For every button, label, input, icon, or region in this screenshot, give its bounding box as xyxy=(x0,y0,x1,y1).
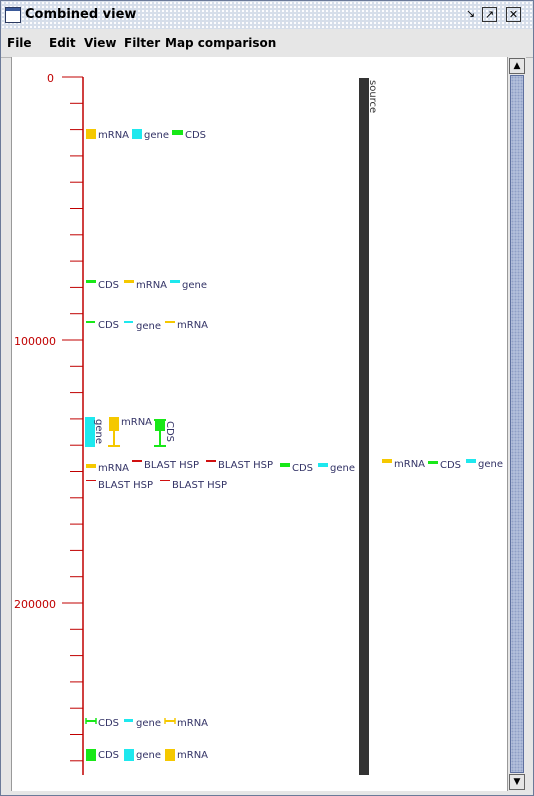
cds-feature[interactable] xyxy=(86,280,96,283)
feature-row-1: mRNA gene CDS xyxy=(86,129,206,141)
feature-row-7: CDS gene mRNA xyxy=(86,749,208,761)
scroll-up-button[interactable]: ▲ xyxy=(509,58,525,74)
mrna-feature[interactable] xyxy=(382,459,392,463)
ruler-label-200000: 200000 xyxy=(14,598,56,611)
feature-label: BLAST HSP xyxy=(218,460,273,471)
menu-filter[interactable]: Filter xyxy=(124,36,161,50)
gene-feature[interactable] xyxy=(318,463,328,467)
feature-label: BLAST HSP xyxy=(98,480,153,491)
feature-label: CDS xyxy=(292,463,313,474)
feature-row-4: mRNA BLAST HSP BLAST HSP CDS gene xyxy=(86,460,355,474)
feature-row-2: CDS mRNA gene xyxy=(86,280,207,291)
close-icon[interactable]: ✕ xyxy=(506,7,521,22)
map-canvas[interactable]: 0 100000 200000 source mRNA gene CDS CDS… xyxy=(11,57,507,791)
mrna-feature[interactable] xyxy=(108,417,120,447)
gene-feature[interactable] xyxy=(132,129,142,139)
feature-row-3: CDS gene mRNA xyxy=(86,320,208,332)
cds-feature[interactable] xyxy=(86,749,96,761)
feature-label: gene xyxy=(330,463,355,474)
feature-label: CDS xyxy=(98,718,119,729)
feature-row-6: CDS gene mRNA xyxy=(85,718,208,729)
feature-row-5: BLAST HSP BLAST HSP xyxy=(86,480,227,491)
source-bar[interactable] xyxy=(359,78,369,775)
feature-label: CDS xyxy=(164,421,175,442)
feature-label: mRNA xyxy=(177,320,208,331)
source-track[interactable]: source xyxy=(359,78,378,775)
window-title: Combined view xyxy=(25,7,137,22)
mrna-feature[interactable] xyxy=(124,280,134,283)
menu-view[interactable]: View xyxy=(84,36,117,50)
feature-label: CDS xyxy=(440,460,461,471)
right-track-features: mRNA CDS gene xyxy=(382,459,503,471)
mrna-feature[interactable] xyxy=(165,749,175,761)
gene-feature[interactable] xyxy=(124,749,134,761)
map-svg: 0 100000 200000 source mRNA gene CDS CDS… xyxy=(14,72,503,775)
ruler-minor-ticks xyxy=(62,76,83,762)
blast-hsp-feature[interactable] xyxy=(206,460,216,462)
window-icon xyxy=(5,7,21,23)
cds-feature[interactable] xyxy=(280,463,290,467)
title-bar[interactable]: Combined view ↘ ↗ ✕ xyxy=(1,1,533,29)
feature-label: mRNA xyxy=(121,417,152,428)
cds-feature[interactable] xyxy=(154,419,166,447)
scroll-thumb[interactable] xyxy=(510,75,524,773)
feature-label: gene xyxy=(136,750,161,761)
vertical-scrollbar[interactable]: ▲ ▼ xyxy=(507,57,526,791)
blast-hsp-feature[interactable] xyxy=(160,480,170,481)
gene-feature[interactable] xyxy=(124,321,133,323)
feature-label: gene xyxy=(136,321,161,332)
feature-label: gene xyxy=(93,419,104,444)
menu-file[interactable]: File xyxy=(7,36,32,50)
feature-label: BLAST HSP xyxy=(172,480,227,491)
feature-label: CDS xyxy=(98,320,119,331)
menu-map-comparison[interactable]: Map comparison xyxy=(165,36,277,50)
blast-hsp-feature[interactable] xyxy=(132,460,142,462)
gene-feature[interactable] xyxy=(85,417,95,447)
ruler xyxy=(62,76,84,775)
gene-feature[interactable] xyxy=(124,719,133,722)
feature-label: CDS xyxy=(185,130,206,141)
source-label: source xyxy=(367,80,378,113)
cds-feature[interactable] xyxy=(428,461,438,464)
mrna-feature[interactable] xyxy=(165,321,175,323)
feature-label: mRNA xyxy=(177,718,208,729)
feature-label: BLAST HSP xyxy=(144,460,199,471)
mrna-feature[interactable] xyxy=(164,718,176,724)
mrna-feature[interactable] xyxy=(86,464,96,468)
blast-hsp-feature[interactable] xyxy=(86,480,96,481)
feature-label: gene xyxy=(144,130,169,141)
ruler-label-100000: 100000 xyxy=(14,335,56,348)
mrna-feature[interactable] xyxy=(86,129,96,139)
feature-label: gene xyxy=(182,280,207,291)
gene-feature[interactable] xyxy=(466,459,476,463)
ruler-label-0: 0 xyxy=(47,72,54,85)
feature-label: gene xyxy=(136,718,161,729)
menu-edit[interactable]: Edit xyxy=(49,36,76,50)
feature-label: mRNA xyxy=(98,130,129,141)
menu-bar: File Edit View Filter Map comparison xyxy=(1,29,533,58)
feature-label: mRNA xyxy=(394,459,425,470)
cds-feature[interactable] xyxy=(85,718,97,724)
cds-feature[interactable] xyxy=(86,321,95,323)
feature-label: CDS xyxy=(98,280,119,291)
scroll-down-button[interactable]: ▼ xyxy=(509,774,525,790)
vertical-features: gene mRNA CDS xyxy=(85,417,175,447)
feature-label: mRNA xyxy=(136,280,167,291)
feature-label: mRNA xyxy=(177,750,208,761)
maximize-icon[interactable]: ↗ xyxy=(482,7,497,22)
feature-label: mRNA xyxy=(98,463,129,474)
cds-feature[interactable] xyxy=(172,130,183,135)
gene-feature[interactable] xyxy=(170,280,180,283)
feature-label: gene xyxy=(478,459,503,470)
feature-label: CDS xyxy=(98,750,119,761)
minimize-icon[interactable]: ↘ xyxy=(465,7,476,20)
